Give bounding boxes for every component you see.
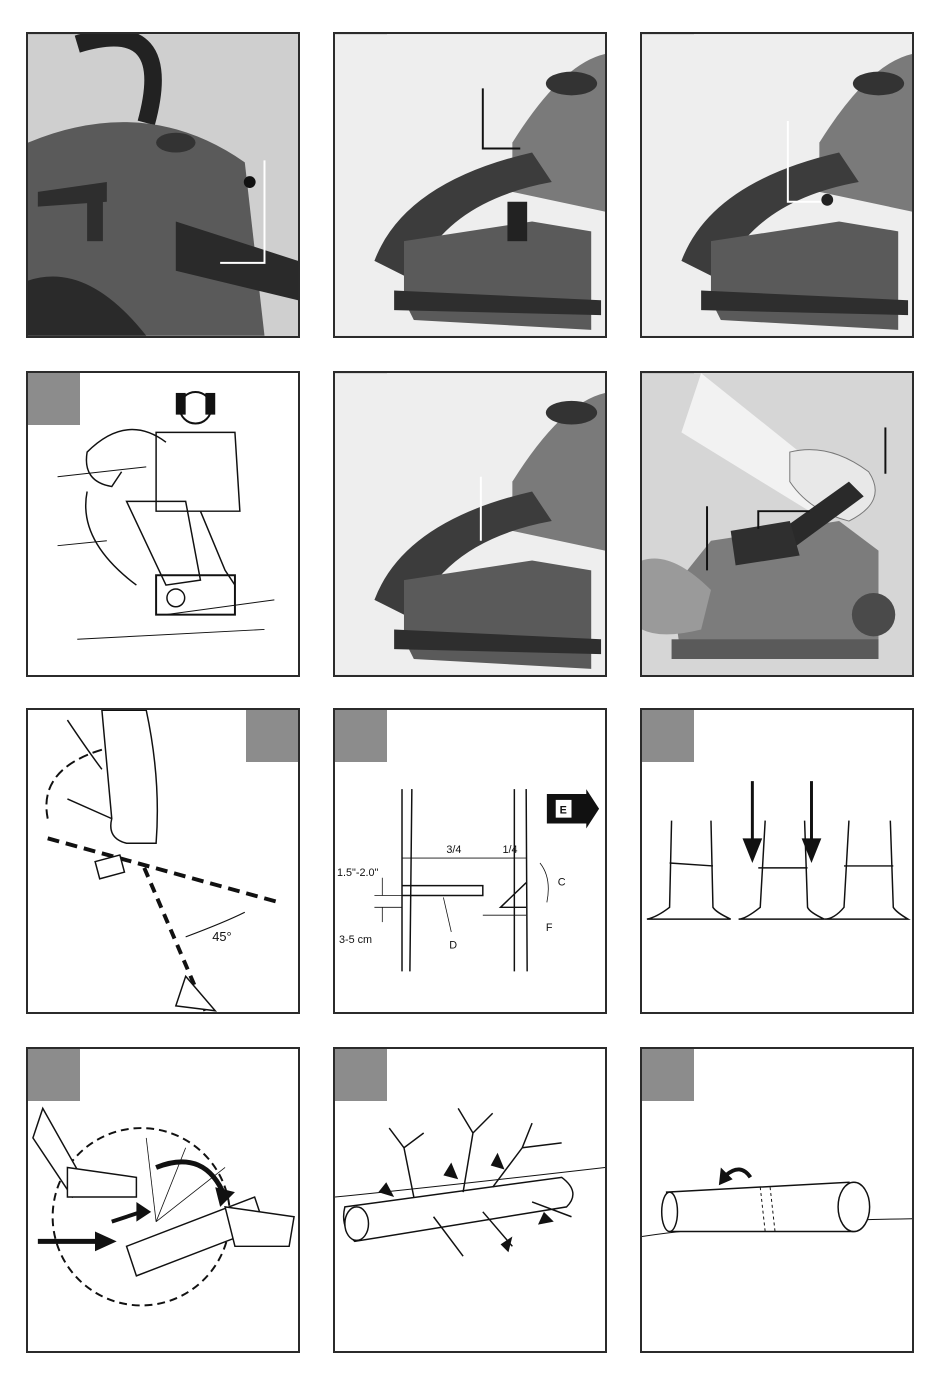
dimension-inch-label: 1.5"-2.0" [337, 867, 379, 879]
chainsaw-top-photo [28, 34, 298, 336]
felling-cut-dimensions-diagram: E 3/4 1/4 1.5"-2.0" 3-5 cm C D F [335, 710, 605, 1012]
panel-5 [333, 371, 607, 677]
chainsaw-handle-photo [335, 373, 605, 675]
fraction-left-label: 3/4 [446, 844, 461, 856]
chainsaw-handle-photo [642, 34, 912, 336]
fraction-right-label: 1/4 [503, 844, 518, 856]
panel-1 [26, 32, 300, 338]
panel-8: E 3/4 1/4 1.5"-2.0" 3-5 cm C D F [333, 708, 607, 1014]
label-c: C [558, 877, 566, 889]
panel-7: 45° [26, 708, 300, 1014]
chainsaw-handle-photo [335, 34, 605, 336]
panel-10 [26, 1047, 300, 1353]
direction-label: E [560, 805, 567, 817]
operator-starting-saw-drawing [28, 373, 298, 675]
panel-12 [640, 1047, 914, 1353]
kickback-zone-diagram [28, 1049, 298, 1351]
label-d: D [449, 940, 457, 952]
panel-11 [333, 1047, 607, 1353]
angle-label: 45° [212, 929, 231, 944]
log-on-ground-diagram [642, 1049, 912, 1351]
limbing-branches-diagram [335, 1049, 605, 1351]
label-f: F [546, 922, 553, 934]
panel-3 [640, 32, 914, 338]
dimension-cm-label: 3-5 cm [339, 934, 372, 946]
panel-6 [640, 371, 914, 677]
three-trees-cut-diagram [642, 710, 912, 1012]
panel-4 [26, 371, 300, 677]
tree-felling-escape-path-diagram: 45° [28, 710, 298, 1012]
panel-9 [640, 708, 914, 1014]
hands-on-chainsaw-photo [642, 373, 912, 675]
panel-2 [333, 32, 607, 338]
